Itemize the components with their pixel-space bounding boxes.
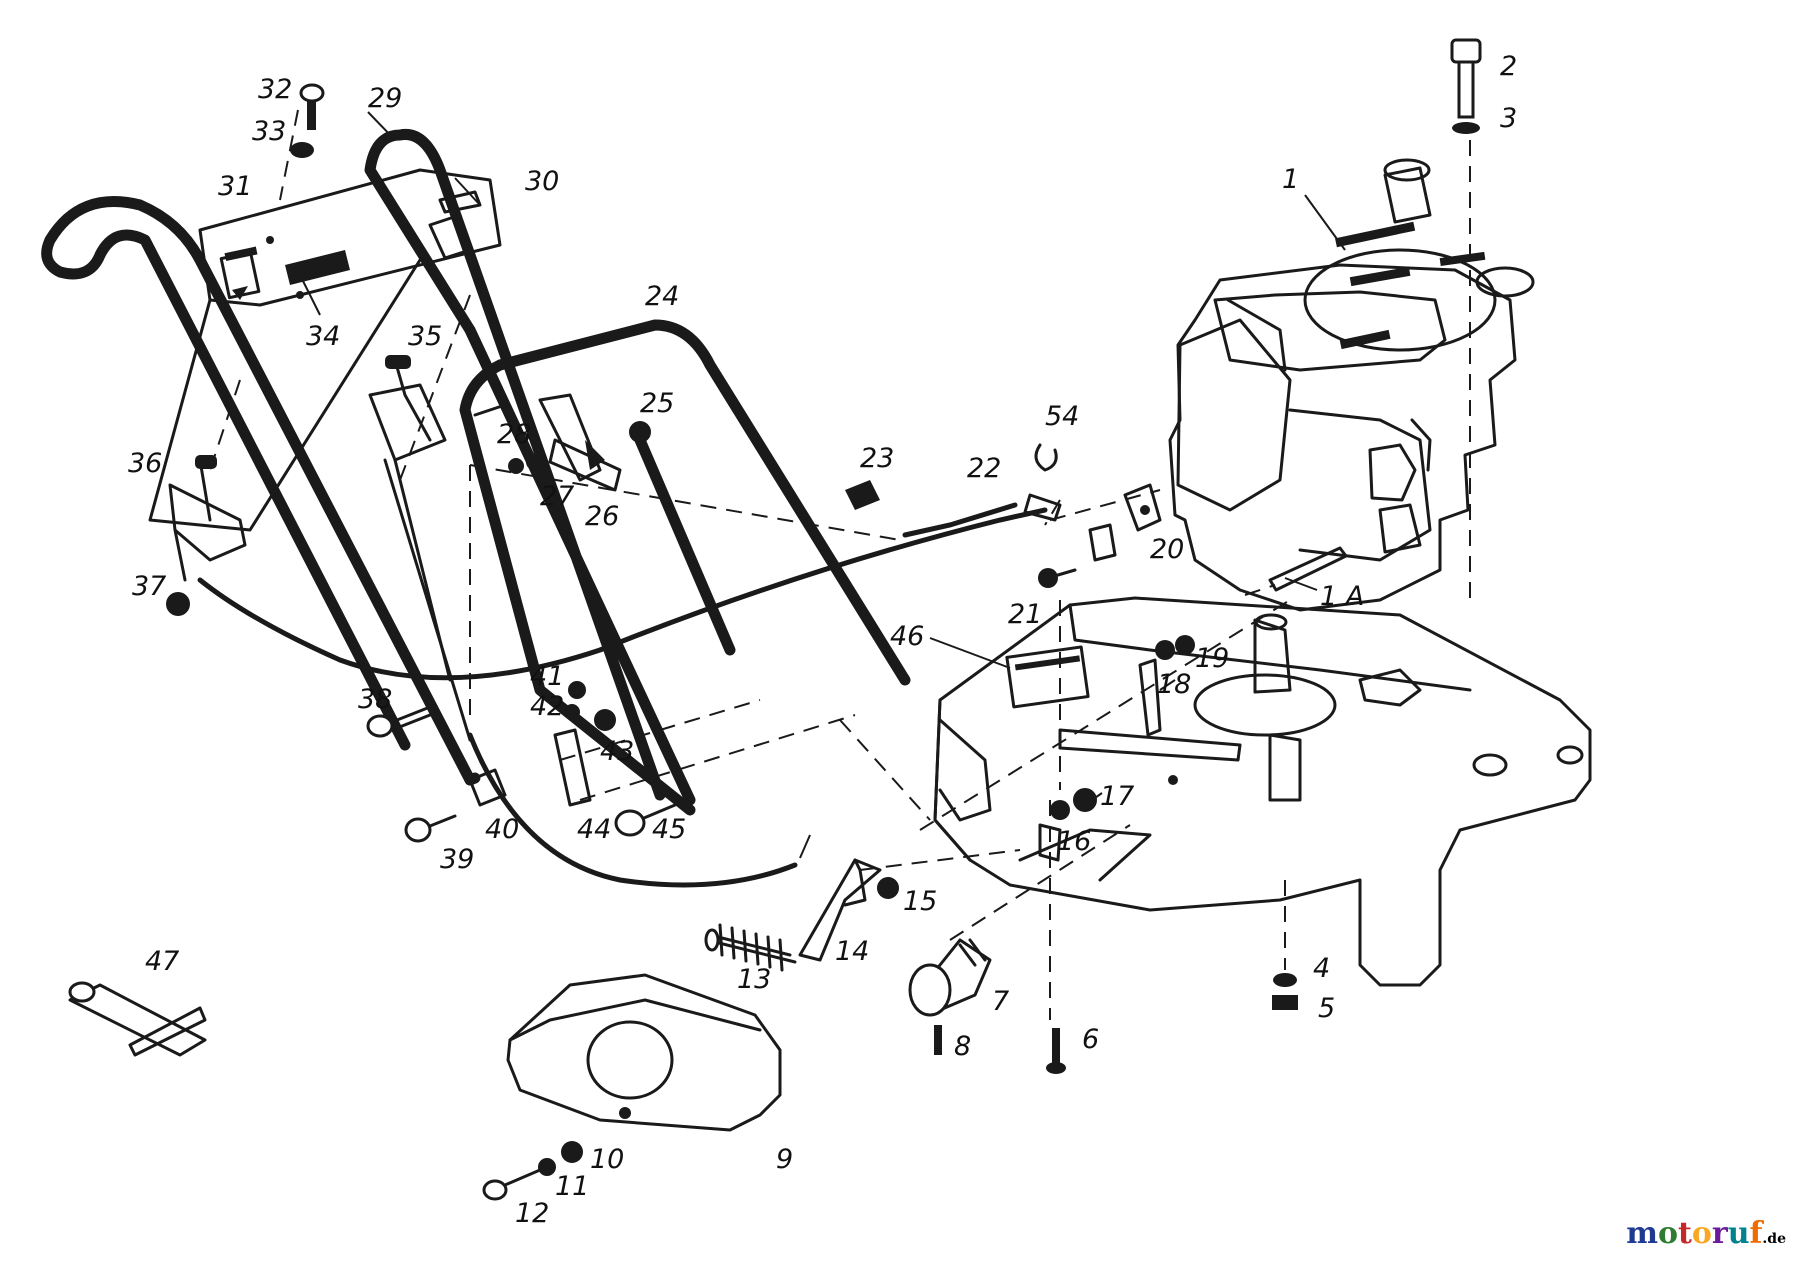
watermark-letter: t: [1678, 1216, 1692, 1251]
label-1: 1: [1282, 164, 1299, 195]
label-30: 30: [525, 166, 559, 197]
label-18: 18: [1157, 669, 1191, 700]
label-23: 23: [860, 443, 894, 474]
label-29: 29: [368, 83, 402, 114]
label-25: 25: [640, 388, 674, 419]
label-7: 7: [992, 986, 1009, 1017]
label-38: 38: [358, 684, 392, 715]
bracket-35: [368, 355, 472, 742]
watermark-letter: o: [1691, 1216, 1712, 1251]
engine: [1168, 140, 1535, 612]
cover: [506, 973, 782, 1132]
spring-13: [704, 923, 797, 972]
part-labels: 1 1 A 2 3 4 5 6 7 8 9 10 11 12 13 14 15 …: [128, 51, 1517, 1229]
label-12: 12: [515, 1198, 549, 1229]
label-45: 45: [652, 814, 686, 845]
watermark-text: motoruf: [1626, 1216, 1762, 1251]
label-8: 8: [954, 1031, 971, 1062]
label-37: 37: [132, 571, 166, 602]
label-43: 43: [600, 736, 634, 767]
label-32: 32: [258, 74, 292, 105]
label-15: 15: [903, 886, 937, 917]
label-40: 40: [485, 814, 519, 845]
label-3: 3: [1500, 103, 1517, 134]
watermark-letter: f: [1749, 1216, 1763, 1251]
label-42: 42: [530, 691, 564, 722]
control-cables: [197, 493, 1062, 888]
label-4: 4: [1313, 953, 1330, 984]
watermark-letter: m: [1626, 1216, 1658, 1251]
label-5: 5: [1318, 993, 1335, 1024]
crankshaft: [1244, 546, 1348, 596]
label-47: 47: [145, 946, 179, 977]
spark-plug-wrench: [68, 981, 207, 1057]
bolt-top: [1450, 38, 1482, 134]
label-54: 54: [1045, 401, 1079, 432]
mower-deck: [933, 596, 1592, 987]
label-39: 39: [440, 844, 474, 875]
label-1a: 1 A: [1320, 581, 1364, 612]
label-2: 2: [1500, 51, 1517, 82]
lever-14: [798, 858, 882, 962]
label-20: 20: [1150, 534, 1184, 565]
watermark-suffix: .de: [1762, 1231, 1786, 1247]
label-10: 10: [590, 1144, 624, 1175]
label-31: 31: [218, 171, 252, 202]
label-36: 36: [128, 448, 162, 479]
label-24: 24: [645, 281, 679, 312]
label-33: 33: [252, 116, 286, 147]
watermark-letter: o: [1658, 1216, 1679, 1251]
label-27: 27: [540, 481, 574, 512]
leader-lines: [299, 111, 1346, 859]
wheel-hub: [908, 938, 992, 1017]
label-16: 16: [1057, 826, 1091, 857]
watermark-letter: r: [1711, 1216, 1728, 1251]
small-hardware: [167, 83, 1298, 1201]
label-11: 11: [555, 1171, 589, 1202]
watermark-letter: u: [1727, 1216, 1750, 1251]
label-34: 34: [306, 321, 340, 352]
label-44: 44: [577, 814, 611, 845]
label-22: 22: [967, 453, 1001, 484]
lower-handle: [459, 319, 911, 816]
label-28: 28: [497, 419, 531, 450]
bracket-36: [166, 455, 247, 616]
label-21: 21: [1008, 599, 1042, 630]
label-41: 41: [530, 661, 564, 692]
label-6: 6: [1082, 1024, 1099, 1055]
label-26: 26: [585, 501, 619, 532]
assembly-lines: [209, 109, 1291, 1020]
label-19: 19: [1195, 643, 1229, 674]
label-46: 46: [890, 621, 924, 652]
label-35: 35: [408, 321, 442, 352]
label-14: 14: [835, 936, 869, 967]
upper-handle: [41, 128, 696, 806]
watermark-logo: motoruf.de: [1626, 1216, 1786, 1251]
label-17: 17: [1100, 781, 1134, 812]
label-13: 13: [737, 964, 771, 995]
label-9: 9: [776, 1144, 793, 1175]
